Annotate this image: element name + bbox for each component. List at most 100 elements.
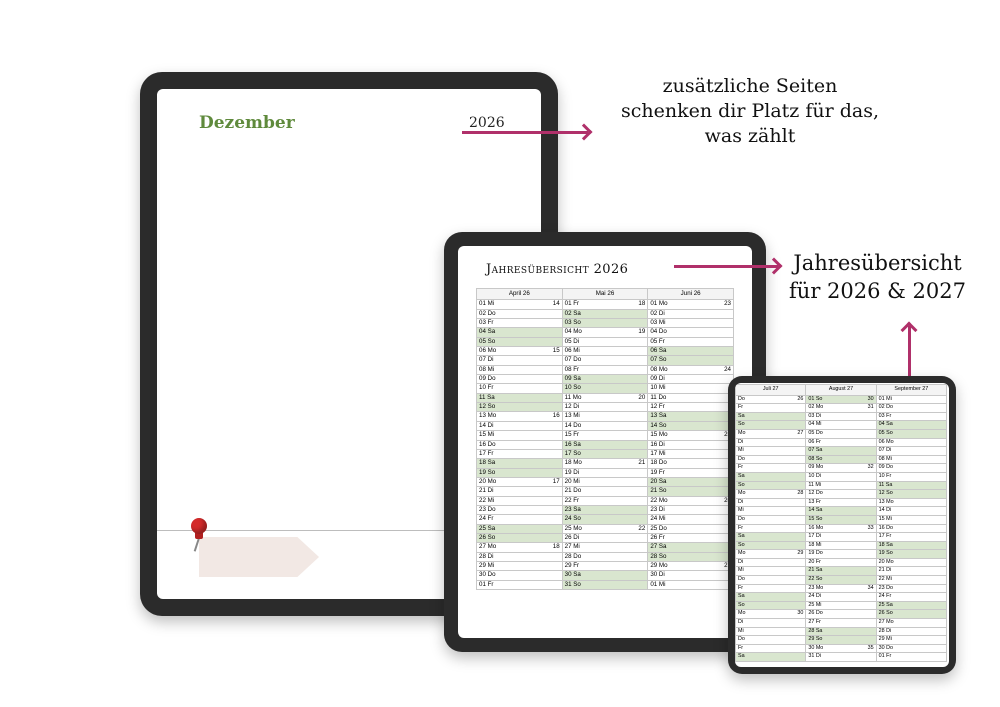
day-cell: 01 Mi [875,394,948,405]
day-cell: 14 Di [875,506,948,516]
day-cell: Mi [735,566,807,577]
day-label: 18 Sa [878,541,893,548]
day-cell: 27 Fr [805,618,877,628]
day-label: 23 Do [479,505,496,513]
day-label: 11 Do [650,393,667,401]
day-cell: Di [735,437,807,448]
day-cell: 17 So [561,448,649,460]
day-cell: 28 Di [476,551,563,562]
day-cell: 28 So [647,551,734,562]
day-cell: So [735,540,807,551]
pushpin-neck [195,531,203,539]
day-cell: 19 So [476,467,563,478]
day-cell: 17 Fr [875,532,948,542]
day-label: 19 Di [564,468,580,476]
week-number: 30 [797,610,804,617]
day-label: Do [738,636,745,643]
day-cell: 25 Do [647,523,734,534]
day-cell: 15 Mi [476,430,563,441]
day-cell: Sa [735,652,807,662]
day-label: Mi [738,567,744,574]
day-label: 05 So [878,429,893,436]
day-cell: 19 Di [561,467,649,478]
day-cell: 18 Sa [875,540,948,551]
day-label: 16 Do [479,440,496,448]
day-label: 27 Sa [650,543,667,551]
day-cell: 11 Sa [875,480,948,491]
day-cell: 29 Mi [476,560,563,572]
day-cell: Do [735,454,807,465]
day-label: 02 Do [479,309,496,317]
day-cell: So [735,480,807,491]
day-label: 21 Sa [808,567,823,574]
day-label: 06 Sa [650,347,667,355]
day-label: Do [738,455,745,462]
week-number: 33 [867,524,874,531]
day-label: 30 Di [650,571,665,579]
week-number: 19 [638,328,646,336]
day-cell: 05 Fr [647,336,734,348]
day-label: 01 Mo [650,300,668,308]
day-cell: Sa [735,471,807,482]
day-label: 13 Mo [479,412,497,420]
day-label: 09 Do [878,464,894,471]
day-label: 06 Mo [479,347,497,355]
day-cell: 21 So [647,486,734,497]
day-label: 03 So [564,319,581,327]
day-cell: 05 So [875,428,948,439]
day-label: 09 Sa [564,375,581,383]
day-cell: Sa [735,592,807,602]
day-label: 03 Di [808,412,821,419]
day-cell: 26 So [875,609,948,620]
day-label: 09 Mo [808,464,824,471]
day-label: 11 Mi [808,481,822,488]
day-cell: 09 Di [647,374,734,385]
day-cell: Di [735,557,807,568]
day-cell: Mi [735,446,807,456]
day-label: 08 So [808,455,823,462]
day-label: 20 Sa [650,477,667,485]
day-cell: 30 Do [476,570,563,581]
day-cell: 25 Mi [805,600,877,611]
day-cell: Fr [735,523,807,534]
day-cell: 19 Fr [647,467,734,478]
day-cell: 03 Di [805,411,877,422]
day-label: 16 Di [650,440,665,448]
day-label: Mi [738,447,744,454]
day-label: 12 So [878,490,893,497]
day-cell: 10 So [561,383,649,394]
day-label: So [738,481,745,488]
day-cell: 13 Sa [647,411,734,422]
day-cell: 11 Do [647,392,734,404]
day-label: 25 Sa [479,524,496,532]
day-label: 21 Di [479,487,494,495]
day-cell: 20 Fr [805,557,877,568]
day-label: 14 So [650,421,667,429]
day-label: 01 Mi [650,580,666,588]
day-label: 15 So [808,515,823,522]
day-label: 21 So [650,487,667,495]
day-label: 26 So [479,533,496,541]
day-cell: Fr [735,643,807,654]
day-cell: 31 Di [805,652,877,662]
